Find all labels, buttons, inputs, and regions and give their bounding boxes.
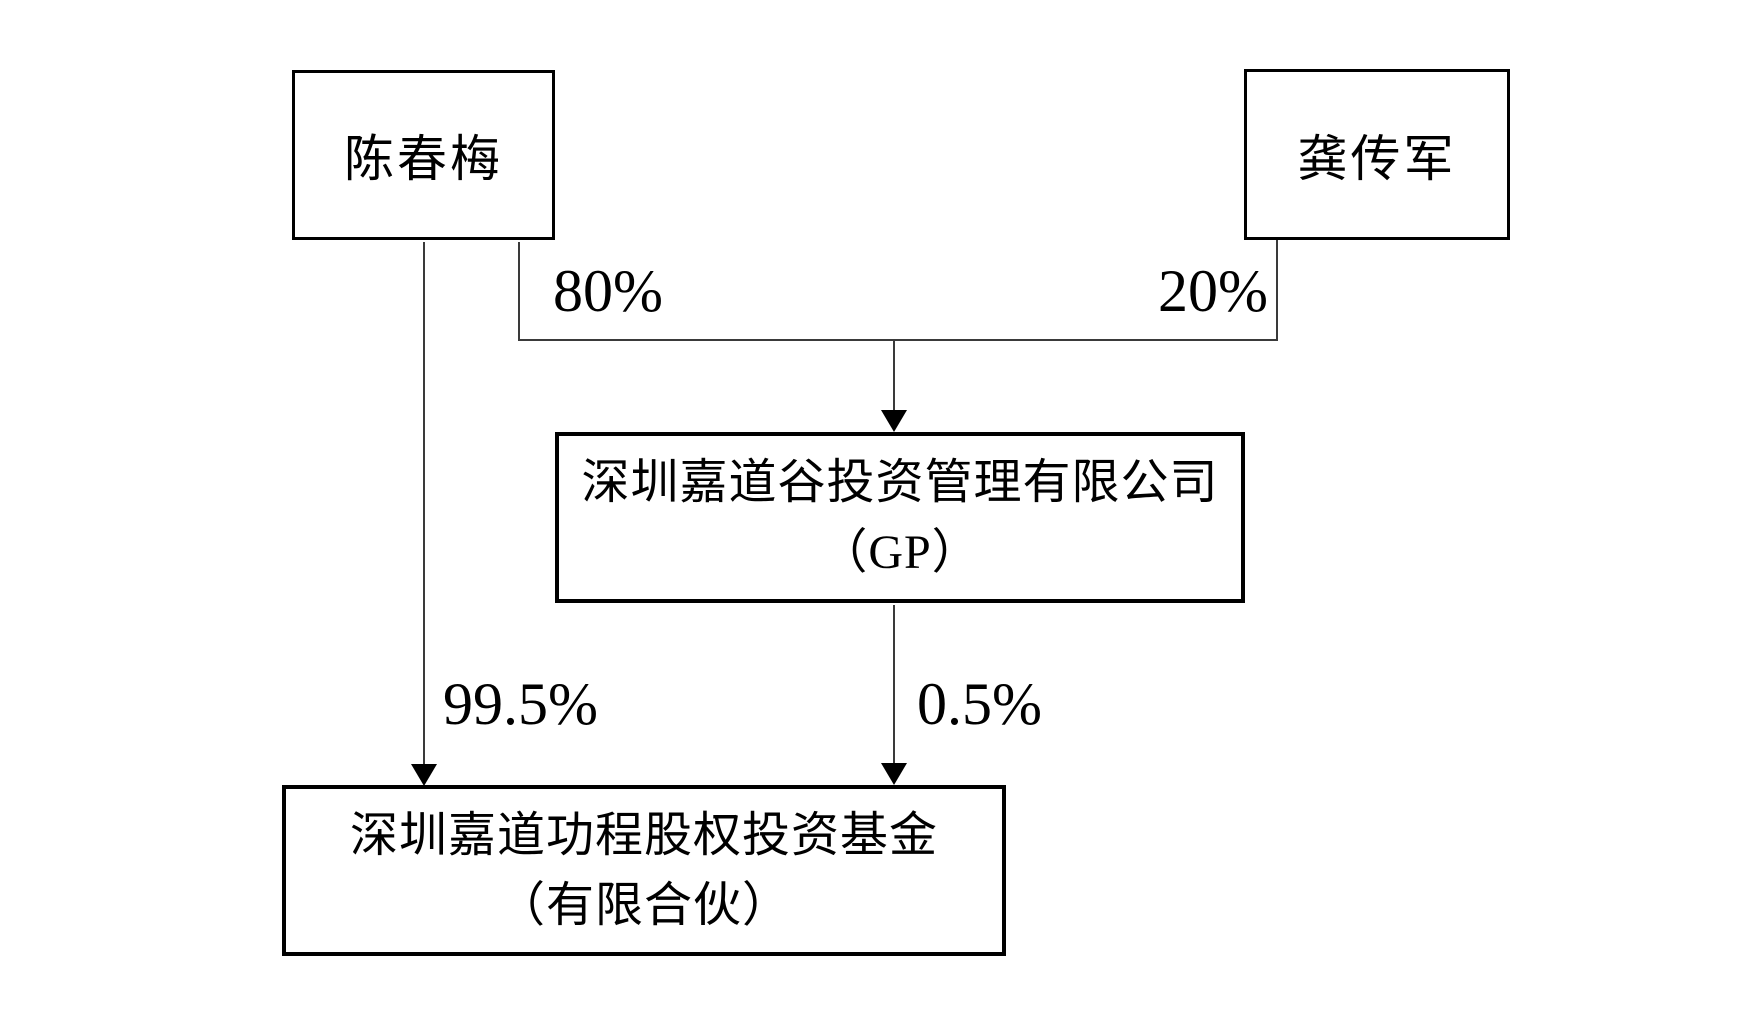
node-gong-chuanjun: 龚传军 [1244, 69, 1510, 240]
edge-gong-to-gp-percentage: 20% [1158, 258, 1268, 324]
node-gp-company-suffix: （GP） [819, 525, 981, 579]
node-chen-chunmei: 陈春梅 [292, 70, 555, 240]
node-chen-chunmei-label: 陈春梅 [344, 131, 503, 187]
node-gp-company: 深圳嘉道谷投资管理有限公司 （GP） [555, 432, 1245, 603]
arrowhead-into-gp [881, 410, 907, 432]
connector-into-gp-line [893, 340, 895, 412]
edge-chen-to-gp-drop-line [518, 242, 520, 340]
arrowhead-chen-to-fund [411, 764, 437, 786]
node-fund-suffix: （有限合伙） [496, 878, 791, 932]
arrowhead-gp-to-fund [881, 763, 907, 785]
edge-chen-to-fund-line [423, 242, 425, 766]
edge-gp-to-fund-percentage: 0.5% [917, 671, 1042, 737]
edge-gp-to-fund-line [893, 605, 895, 765]
node-fund-name: 深圳嘉道功程股权投资基金 [349, 808, 938, 862]
node-gong-chuanjun-label: 龚传军 [1297, 130, 1457, 187]
edge-chen-to-gp-percentage: 80% [553, 258, 663, 324]
node-gp-company-name: 深圳嘉道谷投资管理有限公司 [581, 455, 1219, 509]
edge-chen-to-fund-percentage: 99.5% [443, 671, 598, 737]
edge-gong-to-gp-drop-line [1276, 240, 1278, 340]
node-fund: 深圳嘉道功程股权投资基金 （有限合伙） [282, 785, 1006, 956]
owners-horizontal-connector [518, 339, 1278, 341]
